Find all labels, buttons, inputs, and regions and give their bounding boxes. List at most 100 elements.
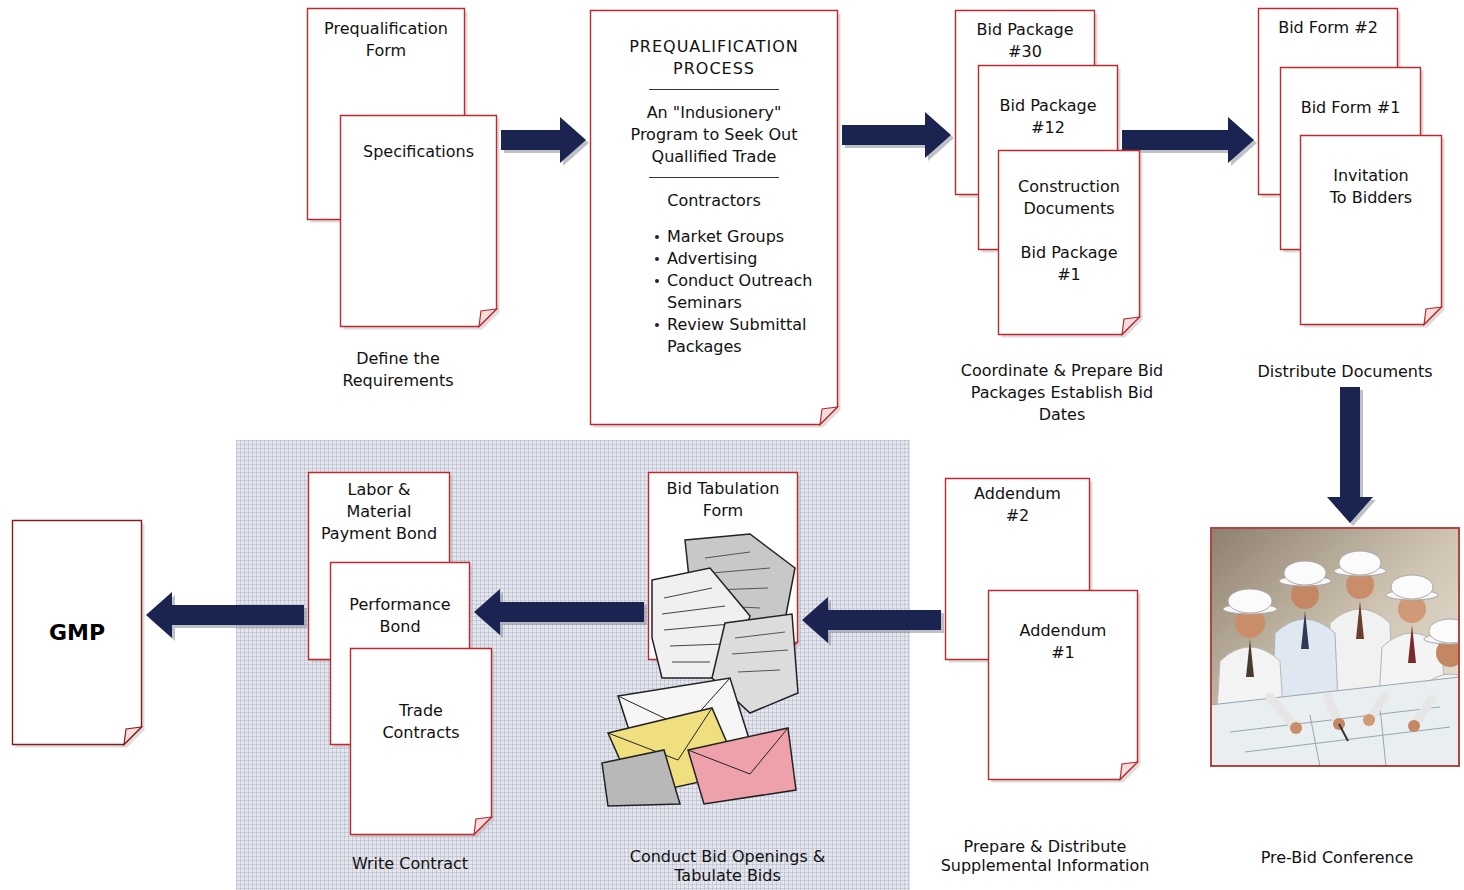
bullet-text: Conduct Outreach Seminars — [667, 270, 827, 314]
bullet-text: Review Submittal Packages — [667, 314, 827, 358]
page-text: Trade Contracts — [360, 700, 482, 744]
photo-border — [1211, 528, 1459, 766]
step-caption-box: Conduct Bid Openings & Tabulate Bids — [615, 847, 840, 885]
page-sheet — [13, 521, 142, 745]
worker-figure-part — [1284, 561, 1326, 585]
page-body: Prequalification Form — [307, 18, 465, 62]
page-sheet — [351, 649, 492, 835]
worker-figure-part — [1408, 625, 1416, 663]
page-fold — [1120, 762, 1138, 780]
bullet-dot — [655, 279, 659, 283]
page-text: Prequalification Form — [317, 18, 455, 62]
page-body: Bid Form #1 — [1280, 97, 1421, 119]
page-body: Labor & Material Payment Bond — [308, 479, 450, 545]
page-body: Trade Contracts — [350, 700, 492, 744]
page-body: Bid Package #30 — [955, 19, 1095, 63]
step-caption: Prepare & Distribute Supplemental Inform… — [925, 837, 1165, 875]
step-caption-box: Distribute Documents — [1247, 361, 1443, 383]
worker-hands-part — [1408, 720, 1420, 732]
document-page: SpecificationsDefine the Requirements — [340, 115, 497, 392]
photo-background — [1210, 527, 1460, 767]
worker-hands-part — [1270, 695, 1432, 727]
page-text: Bid Package #30 — [965, 19, 1085, 63]
page-body: Addendum #2 — [945, 483, 1090, 527]
page-outline-shape — [350, 648, 498, 841]
page-text: Addendum #1 — [1013, 620, 1113, 664]
flow-arrow — [474, 589, 644, 635]
step-caption-box: Define the Requirements — [323, 348, 473, 392]
flow-arrow — [842, 112, 951, 158]
page-body: Bid Package #12 — [978, 95, 1118, 139]
page-fold — [820, 407, 838, 425]
bullet-dot — [655, 257, 659, 261]
divider-rule — [649, 177, 779, 178]
page-text: Construction Documents — [1008, 176, 1130, 220]
worker-figure-part — [1246, 639, 1254, 677]
process-text: Contractors — [590, 190, 838, 212]
page-text: Invitation To Bidders — [1325, 165, 1417, 209]
page-sheet — [591, 11, 838, 425]
process-text: An "Indusionery" Program to Seek Out Qua… — [614, 102, 814, 168]
page-body: Bid Form #2 — [1258, 17, 1398, 39]
worker-figure-part — [1391, 575, 1433, 599]
step-caption-box: Coordinate & Prepare Bid Packages Establ… — [949, 360, 1175, 426]
document-page: Addendum #1Prepare & Distribute Suppleme… — [988, 590, 1138, 875]
page-text: Bid Package #12 — [988, 95, 1108, 139]
photo-frame-outline — [1210, 527, 1460, 767]
flow-arrow — [1327, 387, 1373, 523]
page-text: Bid Form #2 — [1268, 17, 1388, 39]
bullet-item: Advertising — [650, 248, 827, 270]
worker-figure-part — [1228, 589, 1272, 613]
page-body: Invitation To Bidders — [1300, 165, 1442, 209]
bid-envelope — [688, 728, 796, 804]
page-text: Labor & Material Payment Bond — [318, 479, 440, 545]
step-caption-box: Pre-Bid Conference — [1242, 847, 1432, 869]
page-body: GMP — [12, 619, 142, 647]
worker-hands — [1270, 695, 1432, 741]
document-page: Construction DocumentsBid Package #1Coor… — [998, 150, 1140, 426]
page-outline-shape — [1300, 135, 1448, 331]
flow-arrow — [501, 117, 586, 163]
worker-hands-part — [1339, 724, 1348, 741]
page-outline-shape — [1210, 527, 1464, 773]
page-outline-shape — [988, 590, 1144, 786]
step-caption: Coordinate & Prepare Bid Packages Establ… — [949, 360, 1175, 426]
photo-frame: Pre-Bid Conference — [1210, 527, 1460, 869]
process-heading: PREQUALIFICATION PROCESS — [614, 36, 814, 80]
flow-arrow — [146, 592, 304, 638]
gmp-label: GMP — [18, 619, 136, 647]
bullet-item: Market Groups — [650, 226, 827, 248]
bullet-dot — [655, 323, 659, 327]
page-text: Bid Tabulation Form — [654, 478, 792, 522]
document-page: Trade ContractsWrite Contract — [350, 648, 492, 875]
flow-arrow-group — [501, 117, 589, 166]
bid-scribble — [732, 632, 788, 672]
page-sheet — [989, 591, 1138, 780]
flow-arrow-group — [146, 592, 307, 641]
step-caption-box: Prepare & Distribute Supplemental Inform… — [925, 837, 1165, 875]
page-fold — [474, 817, 492, 835]
process-page: PREQUALIFICATION PROCESS An "Indusionery"… — [590, 10, 838, 425]
step-caption: Conduct Bid Openings & Tabulate Bids — [615, 847, 840, 885]
step-caption-box: Write Contract — [340, 853, 480, 875]
page-sheet — [341, 116, 497, 327]
page-body: Construction DocumentsBid Package #1 — [998, 176, 1140, 286]
page-sheet — [999, 151, 1140, 335]
step-caption: Pre-Bid Conference — [1242, 847, 1432, 869]
worker-figure-part — [1356, 601, 1364, 639]
page-body: Bid Tabulation Form — [648, 478, 798, 522]
step-caption: Define the Requirements — [323, 348, 473, 392]
page-fold — [124, 727, 142, 745]
worker-figure-part — [1301, 611, 1309, 649]
flow-arrow-group — [474, 589, 647, 638]
bullet-text: Market Groups — [667, 226, 827, 248]
page-fold — [479, 309, 497, 327]
flow-arrow-group — [842, 112, 954, 161]
envelope-flap — [688, 728, 788, 774]
flow-arrow — [802, 597, 941, 643]
gmp-page: GMP — [12, 520, 142, 745]
flow-arrow-group — [802, 597, 944, 646]
page-text: Performance Bond — [340, 594, 460, 638]
page-outline — [988, 590, 1138, 780]
